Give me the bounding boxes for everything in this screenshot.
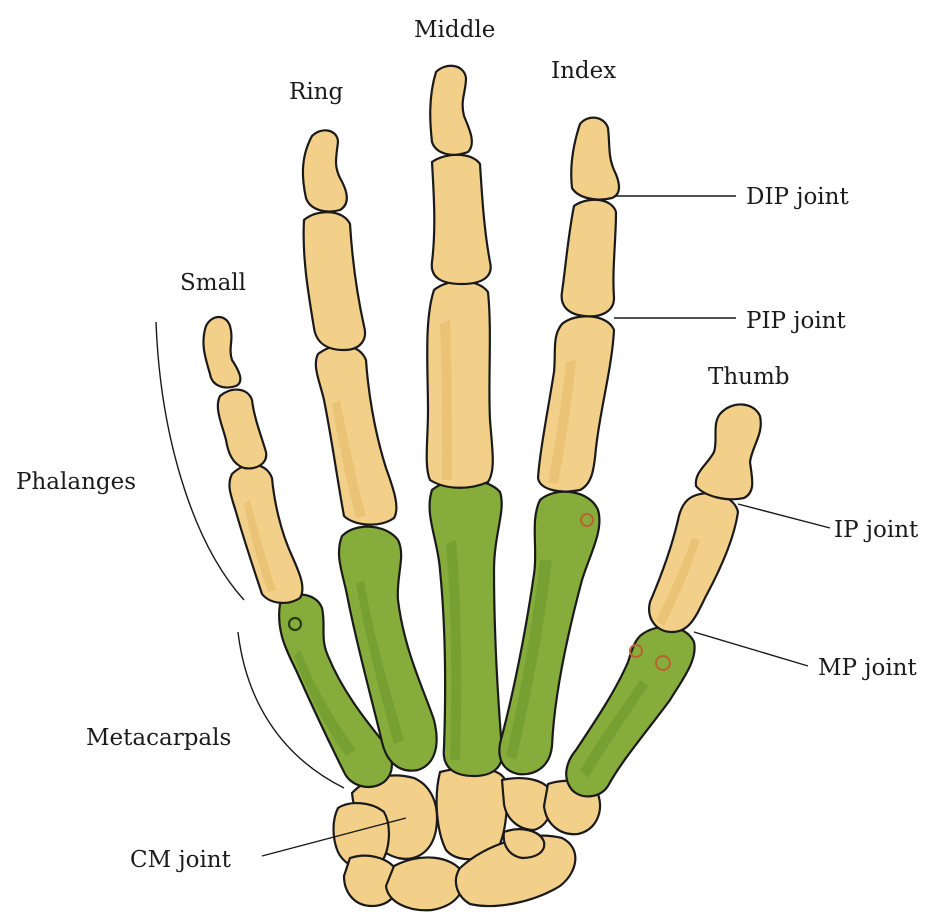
label-pip-joint: PIP joint: [746, 308, 846, 334]
label-metacarpals: Metacarpals: [86, 725, 231, 751]
ring-distal-phalanx: [303, 130, 347, 211]
label-ip-joint: IP joint: [834, 517, 919, 543]
label-index: Index: [551, 58, 616, 84]
middle-middle-phalanx: [432, 155, 491, 284]
middle-proximal-phalanx: [427, 281, 493, 488]
label-middle: Middle: [414, 17, 495, 43]
index-middle-phalanx: [562, 200, 616, 317]
label-dip-joint: DIP joint: [746, 184, 849, 210]
small-middle-phalanx: [218, 390, 266, 469]
mp-joint-leader: [694, 632, 808, 666]
index-distal-phalanx: [571, 118, 619, 200]
middle-distal-phalanx: [430, 66, 472, 155]
index-proximal-phalanx: [538, 316, 614, 491]
metacarpal-middle: [430, 480, 503, 776]
label-phalanges: Phalanges: [16, 469, 136, 495]
label-ring: Ring: [289, 79, 343, 105]
metacarpal-bones: [279, 480, 695, 797]
ring-middle-phalanx: [304, 212, 365, 350]
ip-joint-leader: [738, 504, 830, 528]
label-small: Small: [180, 270, 246, 296]
thumb-distal-phalanx: [696, 404, 761, 499]
label-thumb: Thumb: [708, 364, 790, 390]
carpal-lunate: [386, 857, 464, 910]
carpal-bones: [334, 768, 600, 910]
small-distal-phalanx: [203, 317, 240, 388]
label-cm-joint: CM joint: [130, 847, 232, 873]
label-mp-joint: MP joint: [818, 655, 917, 681]
